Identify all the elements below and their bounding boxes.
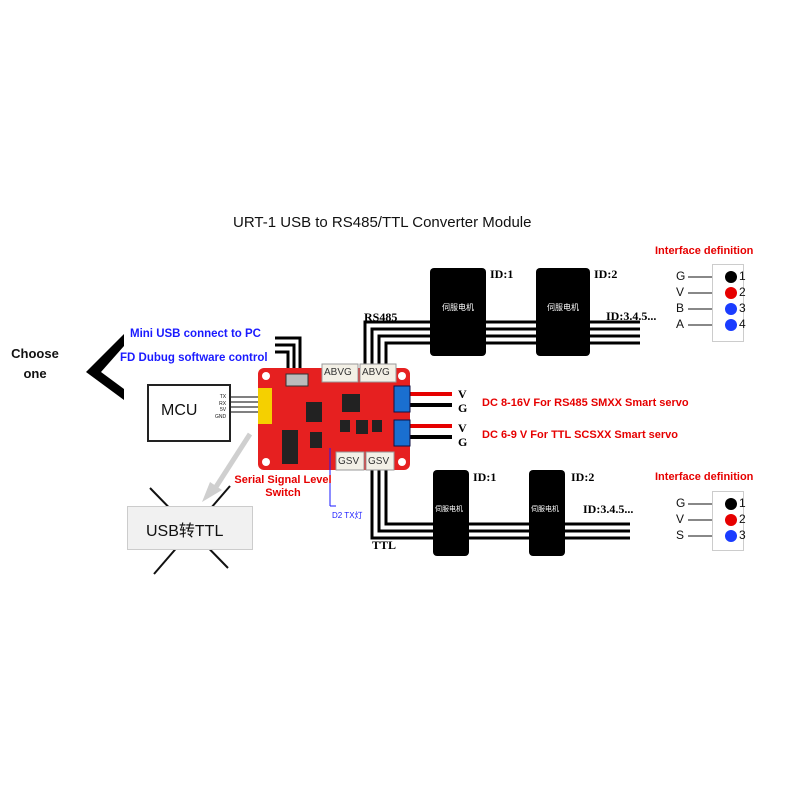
d2-note: D2 TX灯: [332, 511, 363, 520]
rs485-pin-num: 2: [739, 285, 746, 299]
motor-label: 伺服电机: [547, 303, 579, 312]
motor-label: 伺服电机: [442, 303, 474, 312]
ttl-pin-name: G: [676, 496, 686, 510]
gray-arrow: [202, 432, 253, 502]
abvg-label: ABVG: [324, 367, 352, 378]
mini-usb-note: Mini USB connect to PC: [130, 328, 261, 340]
ttl-id-2: ID:2: [571, 470, 595, 484]
d2-pointer: [329, 448, 336, 507]
abvg-label: ABVG: [362, 367, 390, 378]
ttl-id-1: ID:1: [473, 470, 497, 484]
rs485-pin-dot: [725, 303, 737, 315]
mcu-pin: RX: [219, 400, 227, 407]
fd-debug-note: FD Dubug software control: [120, 352, 268, 364]
ttl-power-note: DC 6-9 V For TTL SCSXX Smart servo: [482, 429, 679, 441]
ttl-pin-name: S: [676, 528, 685, 542]
ttl-bus: [370, 470, 630, 540]
ttl-pin-num: 2: [739, 512, 746, 526]
serial-switch-note: Serial Signal Level Switch: [234, 474, 332, 499]
rs485-servo-2: 伺服电机: [536, 268, 590, 356]
rs485-power-note: DC 8-16V For RS485 SMXX Smart servo: [482, 397, 689, 409]
mcu-pin: GND: [215, 413, 227, 420]
motor-label: 伺服电机: [531, 506, 559, 513]
rs485-pin-name: V: [676, 285, 685, 299]
ttl-bus-label: TTL: [372, 538, 397, 552]
rs485-pin-name: G: [676, 269, 686, 283]
rs485-pin-num: 4: [739, 317, 746, 331]
usb-ttl-box: USB转TTL: [127, 506, 253, 550]
rs485-pin-dot: [725, 319, 737, 331]
ttl-servo-1: 伺服电机: [433, 470, 469, 556]
rs485-pin-name: B: [676, 301, 685, 315]
rs485-pin-num: 3: [739, 301, 746, 315]
choose-arrow: [86, 334, 124, 400]
converter-board: [258, 363, 411, 471]
ttl-power-v: V: [458, 421, 467, 435]
rs485-servo-1: 伺服电机: [430, 268, 486, 356]
rs485-bus-label: RS485: [364, 310, 398, 324]
ttl-pin-num: 3: [739, 528, 746, 542]
rs485-pin-dot: [725, 271, 737, 283]
mcu-pin: 5V: [220, 407, 227, 413]
gsv-label: GSV: [368, 456, 390, 467]
motor-label: 伺服电机: [435, 506, 463, 513]
usb-ttl-label: USB转TTL: [146, 523, 224, 540]
ttl-pin-dot: [725, 498, 737, 510]
ttl-interface-title: Interface definition: [655, 471, 754, 483]
ttl-servo-2: 伺服电机: [529, 470, 565, 556]
rs485-interface-title: Interface definition: [655, 245, 754, 257]
rs485-pin-dot: [725, 287, 737, 299]
rs485-power-v: V: [458, 387, 467, 401]
rs485-pin-num: 1: [739, 269, 746, 283]
rs485-id-1: ID:1: [490, 267, 514, 281]
rs485-more-ids: ID:3.4.5...: [606, 309, 657, 323]
mcu-label: MCU: [161, 402, 198, 419]
ttl-power-g: G: [458, 435, 468, 449]
rs485-bus: [363, 320, 640, 368]
rs485-id-2: ID:2: [594, 267, 618, 281]
power-leads: [410, 392, 452, 439]
choose-one-label: Choose one: [11, 346, 59, 381]
ttl-pin-name: V: [676, 512, 685, 526]
ttl-pin-num: 1: [739, 496, 746, 510]
ttl-pin-dot: [725, 514, 737, 526]
rs485-power-g: G: [458, 401, 468, 415]
diagram-title: URT-1 USB to RS485/TTL Converter Module: [233, 214, 532, 231]
mcu-pins: TX RX 5V GND: [215, 394, 226, 420]
usb-cable: [275, 336, 302, 368]
ttl-more-ids: ID:3.4.5...: [583, 502, 634, 516]
mcu-wires: [228, 396, 258, 413]
ttl-pin-dot: [725, 530, 737, 542]
mcu-pin: TX: [219, 394, 227, 400]
mcu-box: MCU TX RX 5V GND: [147, 384, 231, 442]
gsv-label: GSV: [338, 456, 360, 467]
rs485-pin-name: A: [676, 317, 685, 331]
